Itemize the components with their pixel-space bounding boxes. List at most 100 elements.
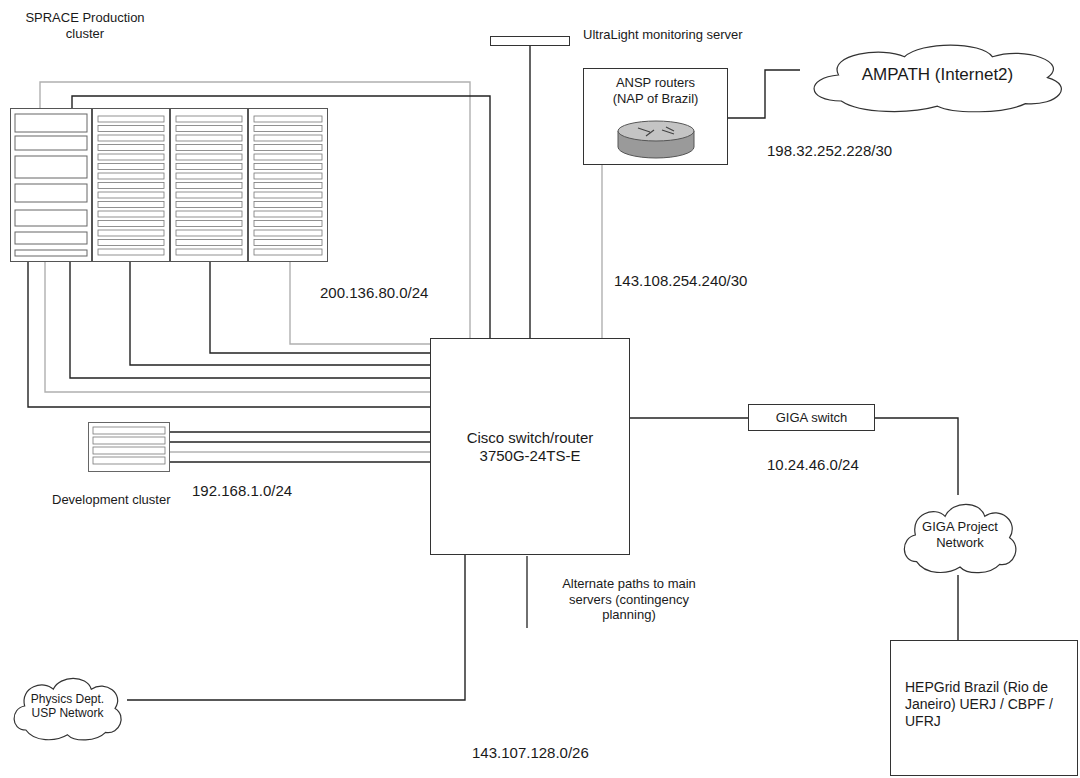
rack-slot [254,202,322,208]
network-label: 198.32.252.228/30 [765,142,894,160]
rack-slot [254,192,322,198]
network-link [875,418,958,495]
rack-slot [254,145,322,151]
rack-cabinet [11,109,92,262]
router-icon [616,119,696,161]
rack-slot [98,135,164,141]
rack-slot [98,249,164,255]
rack-slot [176,249,242,255]
rack-unit [15,232,87,244]
node-text: GIGA Project Network [915,519,1005,550]
network-label: Alternate paths to main servers (conting… [548,576,710,623]
rack-slot [176,173,242,179]
network-link [529,46,530,338]
rack-slot [98,211,164,217]
connector-group [28,46,958,700]
rack-slot [254,240,322,246]
cloud-path [814,45,1061,112]
network-link [210,262,430,353]
rack-unit [15,184,87,202]
network-label: 192.168.1.0/24 [190,482,294,500]
rack-slot [254,230,322,236]
network-link [957,575,958,640]
rack-slot [254,116,322,122]
rack-slot [176,135,242,141]
rack-slot [254,154,322,160]
rack-unit [15,210,87,226]
rack-slot [98,183,164,189]
node-text: ANSP routers (NAP of Brazil) [584,75,727,106]
rack-slot [176,230,242,236]
rack-slot [254,126,322,132]
node-text: Physics Dept. USP Network [25,692,110,721]
switch-box: GIGA switch [748,404,875,431]
rack-cabinet [93,109,170,262]
dev-rack [88,422,170,472]
network-label: 200.136.80.0/24 [318,284,430,302]
rack-slot [98,145,164,151]
rack-slot [254,173,322,179]
network-link [290,262,430,344]
rack-slot [176,145,242,151]
rack-outline [89,423,170,472]
rack-cabinet [171,109,248,262]
contingency-line [526,556,527,628]
rack-slot [176,183,242,189]
rack-unit [15,156,87,178]
rack-slot [254,211,322,217]
network-link [45,262,430,392]
node-text: GIGA switch [776,410,848,426]
production-cluster: SPRACE Production cluster [10,108,328,262]
rack-slot [176,221,242,227]
network-link [28,262,430,407]
network-link [170,461,430,462]
rack-slot [98,221,164,227]
rack-cabinet [249,109,328,262]
network-link [127,555,465,700]
node-text: AMPATH (Internet2) [862,65,1013,85]
network-link [170,431,430,432]
node-text: Cisco switch/router 3750G-24TS-E [455,429,605,465]
rack-slot [93,437,165,444]
rack-slot [254,135,322,141]
rack-slot [176,202,242,208]
rack-slot [254,221,322,227]
node-text: Development cluster [52,492,171,508]
node-text: SPRACE Production cluster [20,10,150,41]
rack-slot [98,230,164,236]
switch-box: Cisco switch/router 3750G-24TS-E [430,338,630,555]
network-link [170,441,430,442]
cloud-path [904,504,1016,572]
network-link [70,262,430,378]
rack-slot [98,173,164,179]
network-link [728,70,800,118]
rack-slot [176,154,242,160]
rack-unit [15,136,87,150]
network-cloud: Physics Dept. USP Network [8,670,127,742]
router-arrows [638,127,674,136]
rack-slot [93,427,165,434]
rack-slot [254,164,322,170]
rack-outline [11,109,328,262]
rack-illustration [10,108,328,262]
network-label: 10.24.46.0/24 [765,456,861,474]
monitoring-server: UltraLight monitoring server [490,36,570,46]
rack-slot [176,211,242,217]
network-link [40,82,470,338]
rack-slot [98,192,164,198]
node-text: HEPGrid Brazil (Rio de Janeiro) UERJ / C… [905,679,1055,729]
rack-slot [176,240,242,246]
rack-slot [176,116,242,122]
rack-slot [93,457,165,464]
rack-slot [98,202,164,208]
network-link [130,262,430,365]
network-label: 143.107.128.0/26 [470,744,591,762]
development-cluster: Development cluster [88,422,170,472]
network-cloud: GIGA Project Network [898,495,1022,575]
rack-slot [98,240,164,246]
node-text: UltraLight monitoring server [583,27,743,43]
network-link [601,165,602,338]
router-box: ANSP routers (NAP of Brazil) [583,68,728,165]
rack-unit [15,250,87,256]
